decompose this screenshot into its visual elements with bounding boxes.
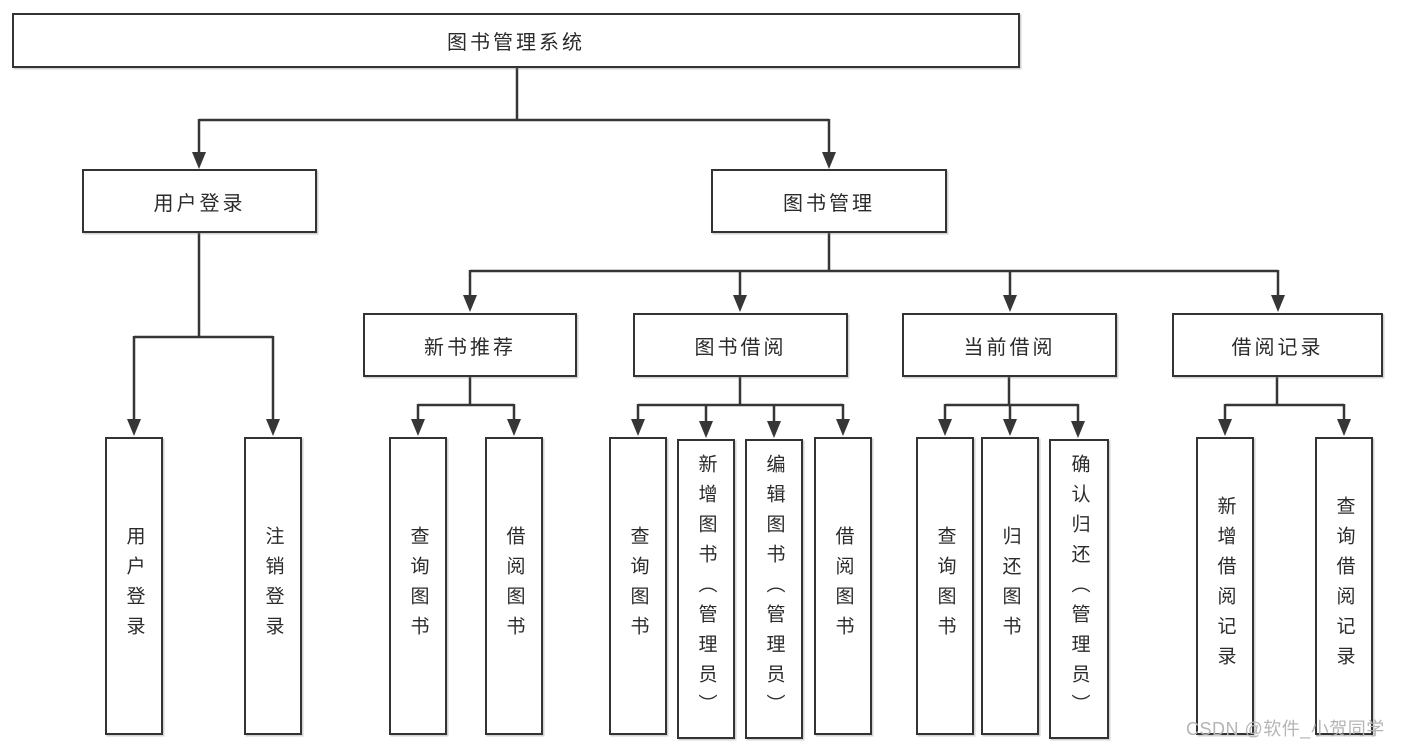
leaf-borrow-query-books: 查询图书 [609,437,667,735]
leaf-current-return-books: 归还图书 [981,437,1039,735]
node-user-login: 用户登录 [82,169,317,233]
leaf-recommend-borrow-books-label: 借阅图书 [503,526,525,646]
leaf-current-query-books-label: 查询图书 [934,526,956,646]
leaf-user-login-action-label: 用户登录 [123,526,145,646]
leaf-current-confirm-return-admin: 确认归还（管理员） [1049,439,1109,739]
leaf-recommend-borrow-books: 借阅图书 [485,437,543,735]
connector-new-book-recommend-to-leaves [411,377,521,436]
leaf-borrow-edit-books-admin: 编辑图书（管理员） [745,439,803,739]
connector-user-login-to-leaves [127,233,280,436]
leaf-logout-action: 注销登录 [244,437,302,735]
node-current-borrow-label: 当前借阅 [963,336,1056,359]
leaf-borrow-borrow-books: 借阅图书 [814,437,872,735]
leaf-recommend-query-books: 查询图书 [389,437,447,735]
node-root-label: 图书管理系统 [447,32,585,54]
leaf-borrow-borrow-books-label: 借阅图书 [832,526,854,646]
leaf-recommend-query-books-label: 查询图书 [407,526,429,646]
leaf-borrow-query-books-label: 查询图书 [627,526,649,646]
node-book-borrow: 图书借阅 [633,313,848,377]
node-user-login-label: 用户登录 [153,192,246,215]
leaf-borrow-edit-books-admin-label: 编辑图书（管理员） [763,454,785,724]
leaf-records-add-record: 新增借阅记录 [1196,437,1254,735]
node-new-book-recommend-label: 新书推荐 [424,336,516,359]
leaf-user-login-action: 用户登录 [105,437,163,735]
leaf-borrow-add-books-admin: 新增图书（管理员） [677,439,735,739]
node-borrow-records: 借阅记录 [1172,313,1383,377]
node-current-borrow: 当前借阅 [902,313,1117,377]
connector-root-to-level2 [192,66,836,169]
connector-book-management-to-level3 [463,233,1285,312]
leaf-borrow-add-books-admin-label: 新增图书（管理员） [695,454,717,724]
node-book-management-label: 图书管理 [783,192,875,215]
csdn-watermark: CSDN @软件_小贺同学 [1186,719,1385,739]
leaf-records-add-record-label: 新增借阅记录 [1214,496,1236,676]
node-borrow-records-label: 借阅记录 [1231,336,1324,359]
node-new-book-recommend: 新书推荐 [363,313,577,377]
node-book-management: 图书管理 [711,169,947,233]
leaf-records-query-record-label: 查询借阅记录 [1333,496,1355,676]
connector-current-borrow-to-leaves [938,377,1085,438]
leaf-current-return-books-label: 归还图书 [999,526,1021,646]
connector-book-borrow-to-leaves [631,377,850,438]
node-root-library-system: 图书管理系统 [12,13,1020,68]
node-book-borrow-label: 图书借阅 [694,336,787,359]
leaf-current-query-books: 查询图书 [916,437,974,735]
leaf-logout-action-label: 注销登录 [262,526,284,646]
leaf-records-query-record: 查询借阅记录 [1315,437,1373,735]
leaf-current-confirm-return-admin-label: 确认归还（管理员） [1068,454,1090,724]
connector-borrow-records-to-leaves [1218,377,1351,436]
